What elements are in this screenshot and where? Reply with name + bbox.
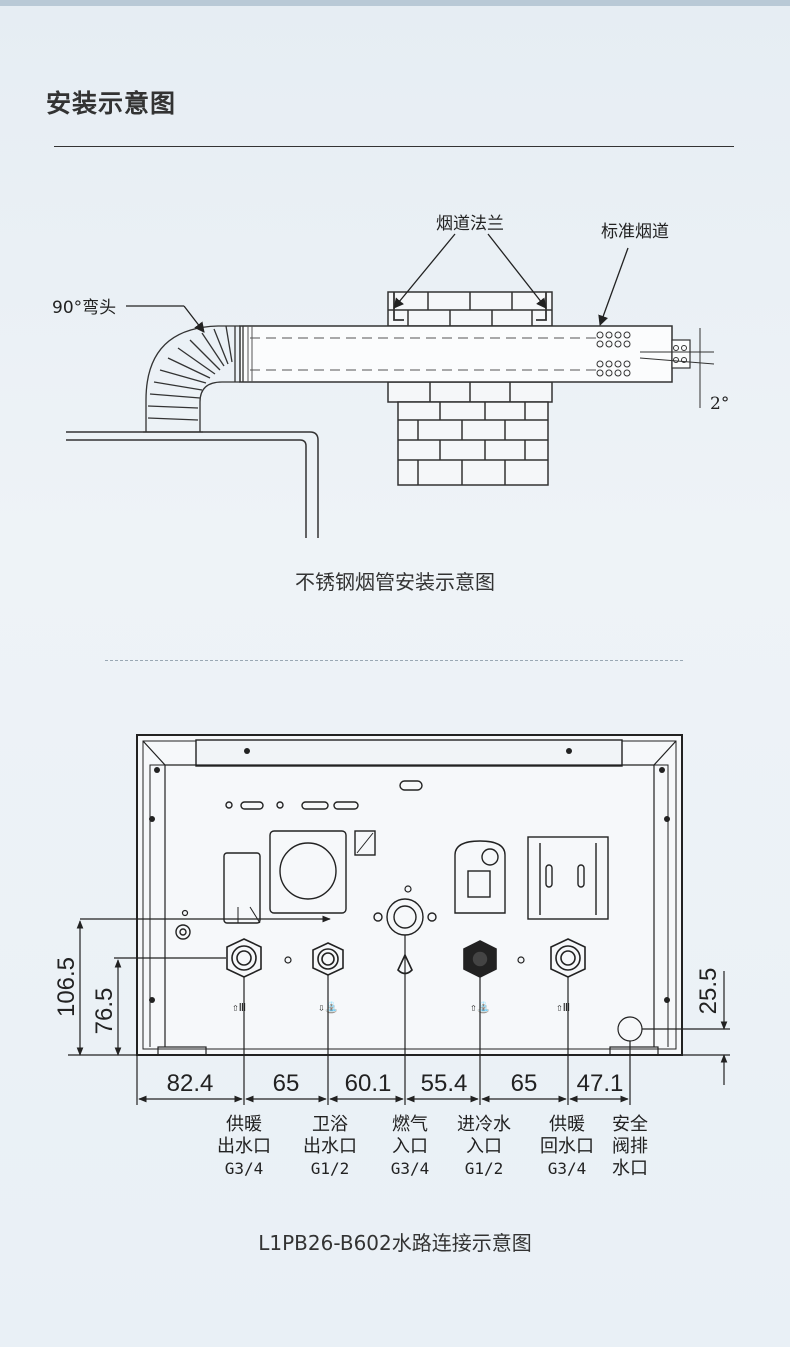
label-flange: 烟道法兰 <box>436 214 504 234</box>
boiler-feet <box>157 1046 659 1056</box>
port-label-2-size: G1/2 <box>311 1159 350 1178</box>
port-bath-outlet <box>312 942 344 976</box>
boiler-top-outline <box>66 431 319 538</box>
brick-wall-bottom <box>387 381 553 486</box>
boiler-body <box>136 734 683 1056</box>
dim-spacing-1: 82.4 <box>167 1070 214 1097</box>
dim-height-25: 25.5 <box>695 968 722 1015</box>
dim-spacing-5: 65 <box>511 1070 538 1097</box>
label-angle: 2° <box>710 394 729 414</box>
flue-installation-diagram: 烟道法兰 标准烟道 90°弯头 2° <box>52 214 729 538</box>
port-label-3-name: 燃气 <box>392 1114 428 1135</box>
port-label-3-size: G3/4 <box>391 1159 430 1178</box>
port-label-6-line2: 阀排 <box>612 1136 648 1157</box>
heating-out-icon: ⇧Ⅲ <box>232 1001 246 1014</box>
port-cold-inlet <box>463 940 497 978</box>
label-elbow: 90°弯头 <box>52 298 116 318</box>
section-divider <box>105 660 683 661</box>
dim-spacing-6: 47.1 <box>577 1070 624 1097</box>
page-title: 安装示意图 <box>46 89 177 118</box>
brick-wall-top <box>387 291 553 327</box>
mounting-holes <box>149 748 670 1003</box>
flue-vent-holes <box>596 331 687 377</box>
port-label-5-line2: 回水口 <box>540 1136 594 1157</box>
title-rule <box>54 146 734 147</box>
label-standard-flue: 标准烟道 <box>601 222 669 242</box>
port-label-1-line2: 出水口 <box>217 1136 271 1157</box>
top-bar <box>0 0 790 6</box>
dim-height-106: 106.5 <box>53 957 80 1017</box>
port-label-1-name: 供暖 <box>226 1114 262 1135</box>
flue-caption: 不锈钢烟管安装示意图 <box>295 570 495 594</box>
dim-spacing-2: 65 <box>273 1070 300 1097</box>
water-connection-diagram: ⇧Ⅲ ⇩⛲ ⇧⛲ ⇧Ⅲ 106.5 76.5 25.5 <box>53 734 730 1179</box>
port-label-1-size: G3/4 <box>225 1159 264 1178</box>
port-labels: 供暖 出水口 G3/4 卫浴 出水口 G1/2 燃气 入口 G3/4 进冷水 入… <box>217 1114 648 1179</box>
dim-spacing-4: 55.4 <box>421 1070 468 1097</box>
port-label-6-size: 水口 <box>612 1158 648 1179</box>
port-label-4-size: G1/2 <box>465 1159 504 1178</box>
elbow-90 <box>143 325 244 433</box>
port-center-lines <box>136 935 631 1105</box>
height-dimensions <box>68 915 730 1085</box>
port-label-6-name: 安全 <box>612 1114 648 1135</box>
water-caption: L1PB26-B602水路连接示意图 <box>258 1231 532 1255</box>
port-label-5-size: G3/4 <box>548 1159 587 1178</box>
dim-spacing-3: 60.1 <box>345 1070 392 1097</box>
port-label-4-line2: 入口 <box>466 1136 502 1157</box>
port-label-2-name: 卫浴 <box>312 1114 348 1135</box>
port-label-4-name: 进冷水 <box>457 1114 511 1135</box>
flue-pipe <box>239 325 691 383</box>
dim-height-76: 76.5 <box>91 988 118 1035</box>
internal-components <box>175 830 609 940</box>
port-label-2-line2: 出水口 <box>303 1136 357 1157</box>
port-label-5-name: 供暖 <box>549 1114 585 1135</box>
label-leaders <box>126 233 629 333</box>
port-label-3-line2: 入口 <box>392 1136 428 1157</box>
heating-in-icon: ⇧Ⅲ <box>556 1001 570 1014</box>
panel-slots <box>225 780 423 810</box>
angle-indicator <box>639 328 715 408</box>
